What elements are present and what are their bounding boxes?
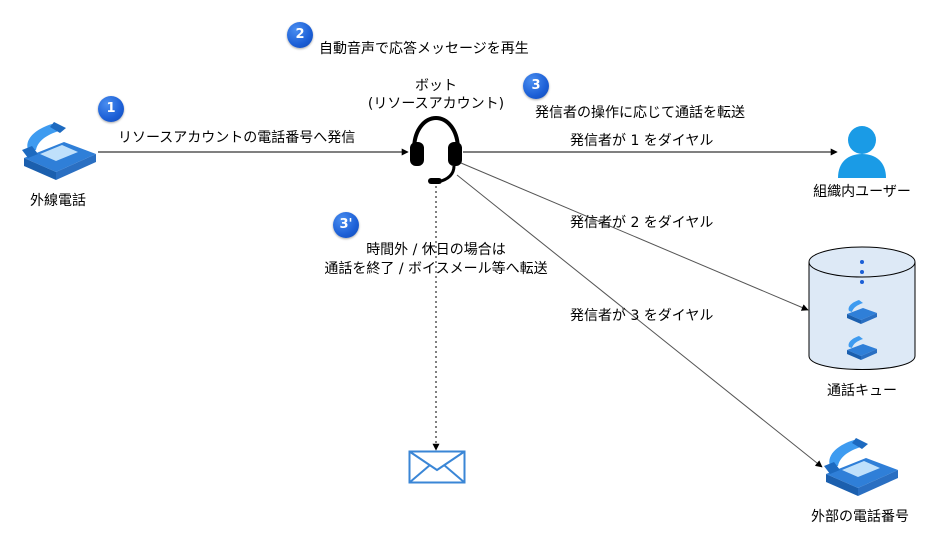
desk-phone-icon (824, 438, 898, 496)
envelope-icon (408, 450, 466, 484)
desk-phone-icon (22, 122, 96, 180)
edge-bot-to-external (456, 174, 823, 468)
step-badge-1: 1 (98, 96, 124, 122)
step-badge-2: 2 (287, 22, 313, 48)
external-phone-label: 外線電話 (30, 193, 86, 209)
queued-phone-icon (847, 336, 877, 360)
headset-icon (410, 115, 462, 184)
queued-phone-icon (847, 300, 877, 324)
step2-label: 自動音声で応答メッセージを再生 (319, 41, 529, 57)
edge-label-dial2: 発信者が 2 をダイヤル (570, 215, 714, 231)
database-cylinder-icon (808, 246, 916, 370)
edge-bot-to-queue (460, 162, 809, 311)
call-queue-label: 通話キュー (827, 383, 897, 399)
step-badge-3: 3 (523, 73, 549, 99)
step3-label: 発信者の操作に応じて通話を転送 (535, 105, 745, 121)
bot-sublabel: (リソースアカウント) (367, 96, 505, 112)
step-badge-3-alt: 3' (333, 212, 359, 238)
step3-alt-line2: 通話を終了 / ボイスメール等へ転送 (324, 261, 548, 277)
external-number-label: 外部の電話番号 (811, 509, 909, 525)
edge-label-dial1: 発信者が 1 をダイヤル (570, 133, 714, 149)
step3-alt-line1: 時間外 / 休日の場合は (366, 242, 506, 258)
step1-label: リソースアカウントの電話番号へ発信 (118, 130, 356, 146)
edge-label-dial3: 発信者が 3 をダイヤル (570, 308, 714, 324)
user-icon (838, 126, 886, 178)
bot-label: ボット (415, 78, 457, 94)
org-user-label: 組織内ユーザー (813, 184, 911, 200)
